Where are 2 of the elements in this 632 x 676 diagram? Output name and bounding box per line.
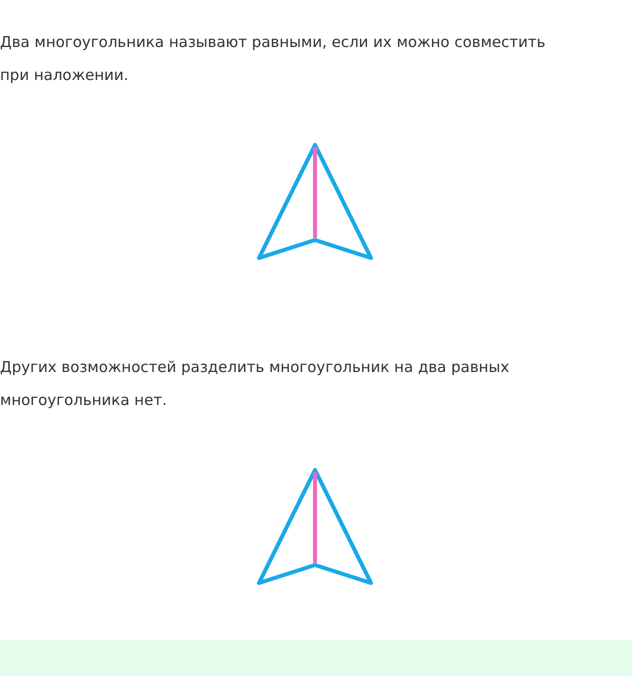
- text-paragraph: Других возможностей разделить многоугольник на два равных многоугольника нет.: [0, 357, 510, 411]
- text-paragraph: Два многоугольника называют равными, если их можно совместить при наложении.: [0, 32, 546, 86]
